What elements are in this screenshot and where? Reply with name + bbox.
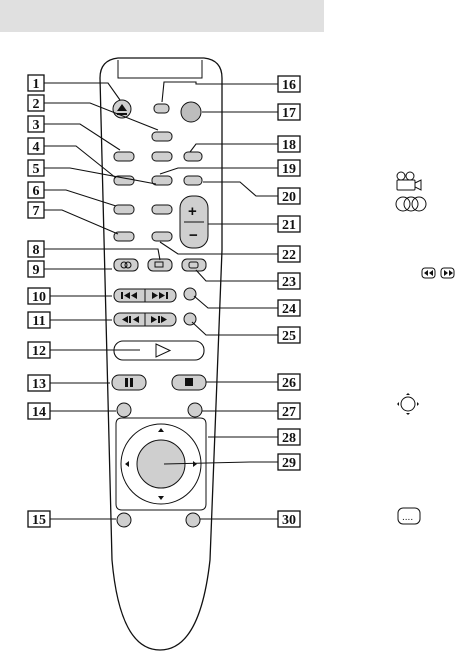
audio-button[interactable] — [114, 259, 138, 271]
button-25[interactable] — [184, 313, 196, 325]
callout-box-30: 30 — [278, 511, 300, 528]
button-row3-mid[interactable] — [152, 152, 172, 161]
callout-label-18: 18 — [282, 138, 296, 153]
button-row5-mid[interactable] — [152, 205, 172, 214]
callout-label-6: 6 — [33, 184, 40, 199]
callout-box-24: 24 — [278, 300, 300, 317]
volume-down-glyph: − — [189, 227, 198, 244]
callout-label-3: 3 — [33, 118, 40, 133]
button-24[interactable] — [184, 288, 196, 300]
callout-box-29: 29 — [278, 454, 300, 471]
callout-label-28: 28 — [282, 431, 296, 446]
stop-icon — [185, 378, 193, 386]
callout-label-21: 21 — [282, 218, 296, 233]
camera-angle-button[interactable] — [148, 259, 172, 271]
callout-label-14: 14 — [32, 405, 46, 420]
callout-label-23: 23 — [282, 275, 296, 290]
callout-box-18: 18 — [278, 136, 300, 153]
pause-icon — [125, 378, 128, 387]
callout-box-5: 5 — [28, 160, 44, 177]
callout-label-29: 29 — [282, 456, 296, 471]
callout-box-16: 16 — [278, 76, 300, 93]
callout-label-27: 27 — [282, 405, 296, 420]
callout-label-11: 11 — [32, 314, 45, 329]
button-row2-mid[interactable] — [152, 132, 172, 141]
power-indicator-button[interactable] — [154, 104, 169, 113]
skip-side-icon — [422, 268, 454, 278]
callout-box-1: 1 — [28, 75, 44, 92]
callout-box-15: 15 — [28, 511, 50, 528]
callout-box-22: 22 — [278, 246, 300, 263]
audio-side-icon — [396, 197, 426, 211]
callout-label-4: 4 — [33, 140, 40, 155]
button-row6-mid[interactable] — [152, 232, 172, 241]
button-row4-left[interactable] — [114, 176, 134, 185]
callout-label-9: 9 — [33, 263, 40, 278]
callout-box-27: 27 — [278, 403, 300, 420]
callout-label-1: 1 — [33, 77, 40, 92]
button-30[interactable] — [186, 513, 200, 527]
callout-label-26: 26 — [282, 376, 296, 391]
callout-label-8: 8 — [33, 243, 40, 258]
callout-box-4: 4 — [28, 138, 44, 155]
subtitle-button[interactable] — [182, 259, 206, 271]
callout-box-8: 8 — [28, 241, 44, 258]
pause-icon-bar — [130, 378, 133, 387]
callout-box-21: 21 — [278, 216, 300, 233]
callout-label-30: 30 — [282, 513, 296, 528]
callout-box-9: 9 — [28, 261, 44, 278]
callout-box-10: 10 — [28, 288, 50, 305]
display-side-icon: .... — [398, 508, 420, 524]
callout-label-2: 2 — [33, 97, 40, 112]
callout-box-17: 17 — [278, 104, 300, 121]
callout-box-3: 3 — [28, 116, 44, 133]
volume-up-glyph: + — [188, 203, 197, 220]
callout-box-2: 2 — [28, 95, 44, 112]
button-row5-left[interactable] — [114, 205, 134, 214]
callout-box-23: 23 — [278, 273, 300, 290]
callout-label-13: 13 — [32, 377, 46, 392]
callout-label-19: 19 — [282, 162, 296, 177]
callout-label-16: 16 — [282, 78, 296, 93]
callout-box-26: 26 — [278, 374, 300, 391]
callout-box-7: 7 — [28, 202, 44, 219]
button-row3-left[interactable] — [114, 152, 134, 161]
callout-label-20: 20 — [282, 190, 296, 205]
callout-label-24: 24 — [282, 302, 296, 317]
callout-box-14: 14 — [28, 403, 50, 420]
callout-box-12: 12 — [28, 342, 50, 359]
power-button[interactable] — [181, 102, 201, 122]
callout-label-7: 7 — [33, 204, 40, 219]
callout-label-10: 10 — [32, 290, 46, 305]
callout-box-28: 28 — [278, 429, 300, 446]
button-14[interactable] — [117, 403, 131, 417]
button-27[interactable] — [188, 403, 202, 417]
callout-label-17: 17 — [282, 106, 296, 121]
callout-box-19: 19 — [278, 160, 300, 177]
button-15[interactable] — [117, 513, 131, 527]
svg-text:....: .... — [402, 512, 413, 523]
button-row3-right[interactable] — [184, 152, 202, 161]
callout-label-25: 25 — [282, 329, 296, 344]
angle-side-icon — [397, 172, 421, 190]
callout-label-12: 12 — [32, 344, 46, 359]
callout-label-22: 22 — [282, 248, 296, 263]
callout-box-13: 13 — [28, 375, 50, 392]
callout-box-20: 20 — [278, 188, 300, 205]
callout-label-15: 15 — [32, 513, 46, 528]
button-row4-right[interactable] — [184, 176, 202, 185]
callout-box-6: 6 — [28, 182, 44, 199]
pause-button[interactable] — [112, 375, 146, 390]
rotate-side-icon — [397, 393, 419, 415]
callout-label-5: 5 — [33, 162, 40, 177]
callout-box-11: 11 — [28, 312, 50, 329]
callout-box-25: 25 — [278, 327, 300, 344]
